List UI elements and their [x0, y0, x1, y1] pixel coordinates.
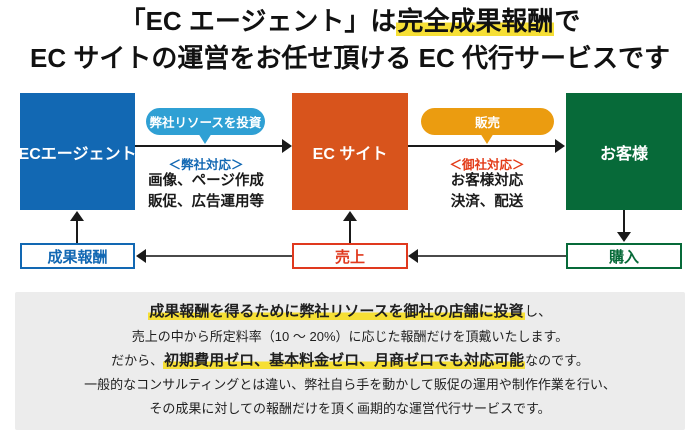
node-customer-label: お客様 — [599, 145, 648, 163]
invest-bubble: 弊社リソースを投資 — [146, 108, 265, 135]
description-line-2: 売上の中から所定料率（10 ～ 20%）に応じた報酬だけを頂戴いたします。 — [131, 329, 569, 344]
arrow-site-to-customer-head-icon — [555, 139, 565, 153]
arrow-purchase-to-sales-head-icon — [408, 249, 418, 263]
description-line-1: 成果報酬を得るために弊社リソースを御社の店舗に投資し、 — [15, 302, 685, 322]
description-line3-post: なのです。 — [525, 353, 589, 368]
sell-bubble-label: 販売 — [474, 116, 500, 130]
invest-bubble-tail-icon — [198, 133, 212, 144]
description-line3-pre: だから、 — [111, 353, 164, 368]
title-line1-post: で — [554, 6, 581, 36]
title-line-1: 「EC エージェント」は完全成果報酬で — [0, 3, 700, 40]
title-line-2: EC サイトの運営をお任せ頂ける EC 代行サービスです — [30, 43, 670, 73]
arrow-agent-to-site-head-icon — [282, 139, 292, 153]
arrow-sales-to-reward-head-icon — [136, 249, 146, 263]
arrow-reward-to-agent-line — [76, 220, 78, 243]
our-side-label: ＜弊社対応＞ — [168, 158, 244, 172]
arrow-site-to-customer-line — [408, 145, 556, 147]
sell-bubble: 販売 — [421, 108, 554, 135]
purchase-box-label: 購入 — [608, 248, 639, 266]
description-line1-post: し、 — [524, 304, 552, 319]
node-ec-agent-label: ECエージェント — [18, 145, 137, 163]
arrow-sales-to-site-head-icon — [343, 211, 357, 221]
description-line-3: だから、初期費用ゼロ、基本料金ゼロ、月商ゼロでも対応可能なのです。 — [15, 352, 685, 370]
arrow-customer-to-purchase-head-icon — [617, 232, 631, 242]
title-line1-pre: 「EC エージェント」は — [119, 6, 397, 36]
client-task-line-2: 決済、配送 — [450, 194, 524, 210]
sales-box-label: 売上 — [334, 248, 365, 266]
node-ec-site-label: EC サイト — [312, 145, 388, 163]
client-task-line-1: お客様対応 — [450, 173, 524, 189]
arrow-agent-to-site-line — [135, 145, 283, 147]
description-panel: 成果報酬を得るために弊社リソースを御社の店舗に投資し、 売上の中から所定料率（1… — [15, 292, 685, 430]
reward-box-label: 成果報酬 — [47, 248, 108, 266]
our-side-tasks: 画像、ページ作成 販促、広告運用等 — [116, 171, 296, 213]
node-customer: お客様 — [566, 93, 682, 210]
arrow-reward-to-agent-head-icon — [70, 211, 84, 221]
node-ec-agent: ECエージェント — [18, 93, 137, 210]
reward-box: 成果報酬 — [20, 243, 135, 269]
our-task-line-2: 販促、広告運用等 — [148, 194, 264, 210]
title-line1-highlight: 完全成果報酬 — [396, 6, 555, 36]
our-task-line-1: 画像、ページ作成 — [148, 173, 264, 189]
arrow-customer-to-purchase-line — [623, 210, 625, 233]
arrow-sales-to-site-line — [349, 220, 351, 243]
invest-bubble-label: 弊社リソースを投資 — [149, 116, 262, 130]
description-line-5: その成果に対しての報酬だけを頂く画期的な運営代行サービスです。 — [149, 401, 551, 416]
arrow-purchase-to-sales-line — [414, 255, 566, 257]
sales-box: 売上 — [292, 243, 408, 269]
description-line-4: 一般的なコンサルティングとは違い、弊社自ら手を動かして販促の運用や制作作業を行い… — [84, 377, 616, 392]
arrow-sales-to-reward-line — [142, 255, 292, 257]
purchase-box: 購入 — [566, 243, 682, 269]
client-side-label: ＜御社対応＞ — [449, 158, 525, 172]
client-side-tasks: お客様対応 決済、配送 — [397, 171, 577, 213]
page-title: 「EC エージェント」は完全成果報酬で EC サイトの運営をお任せ頂ける EC … — [0, 3, 700, 77]
node-ec-site: EC サイト — [292, 93, 408, 210]
description-line1-highlight: 成果報酬を得るために弊社リソースを御社の店舗に投資 — [148, 303, 525, 320]
description-line3-highlight: 初期費用ゼロ、基本料金ゼロ、月商ゼロでも対応可能 — [163, 352, 526, 369]
sell-bubble-tail-icon — [480, 133, 494, 144]
